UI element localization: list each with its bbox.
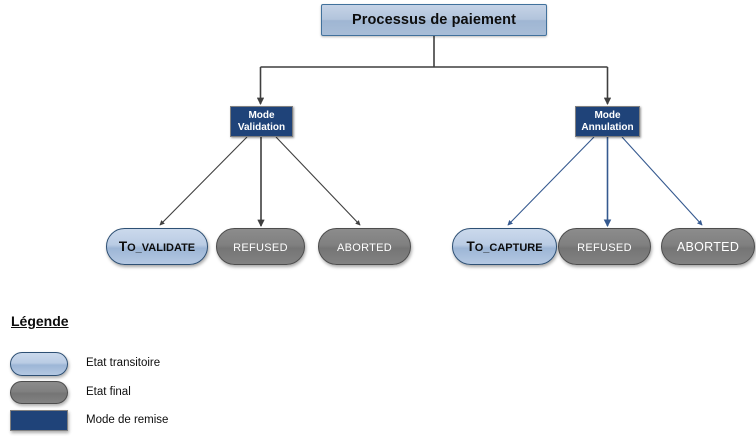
legend-label-transient-state: Etat transitoire (86, 357, 161, 369)
legend-swatch-final-state (10, 381, 68, 404)
root-process-label: Processus de paiement (351, 12, 517, 28)
legend-swatch-mode (10, 410, 68, 431)
state-refused-validation-label: REFUSED (233, 241, 288, 254)
legend-swatch-transient-state (10, 352, 68, 376)
mode-validation-label-line2: Validation (237, 121, 286, 133)
state-refused-validation[interactable]: REFUSED (216, 228, 305, 265)
state-aborted-validation[interactable]: ABORTED (318, 228, 411, 265)
state-to-capture[interactable]: TO_CAPTURE (452, 228, 557, 265)
state-refused-annulation[interactable]: REFUSED (558, 228, 651, 265)
edge-root-trunk (256, 36, 612, 106)
state-aborted-annulation-label: ABORTED (676, 239, 740, 254)
root-process-box[interactable]: Processus de paiement (321, 4, 547, 36)
state-aborted-validation-label: ABORTED (336, 241, 393, 254)
mode-annulation-box[interactable]: Mode Annulation (575, 106, 640, 137)
state-to-validate-label: TO_VALIDATE (118, 238, 196, 254)
mode-annulation-label-line1: Mode (594, 109, 621, 121)
mode-annulation-label-line2: Annulation (581, 121, 634, 133)
edge-group-validation (159, 136, 361, 228)
edge-group-annulation (507, 136, 703, 228)
mode-validation-box[interactable]: Mode Validation (230, 106, 293, 137)
state-to-capture-label: TO_CAPTURE (466, 238, 543, 254)
legend-label-final-state: Etat final (86, 386, 131, 398)
state-aborted-annulation[interactable]: ABORTED (661, 228, 755, 265)
legend-title: Légende (11, 313, 69, 329)
state-to-validate[interactable]: TO_VALIDATE (106, 228, 208, 265)
mode-validation-label-line1: Mode (248, 109, 275, 121)
legend-label-mode: Mode de remise (86, 414, 169, 426)
state-refused-annulation-label: REFUSED (577, 241, 632, 254)
